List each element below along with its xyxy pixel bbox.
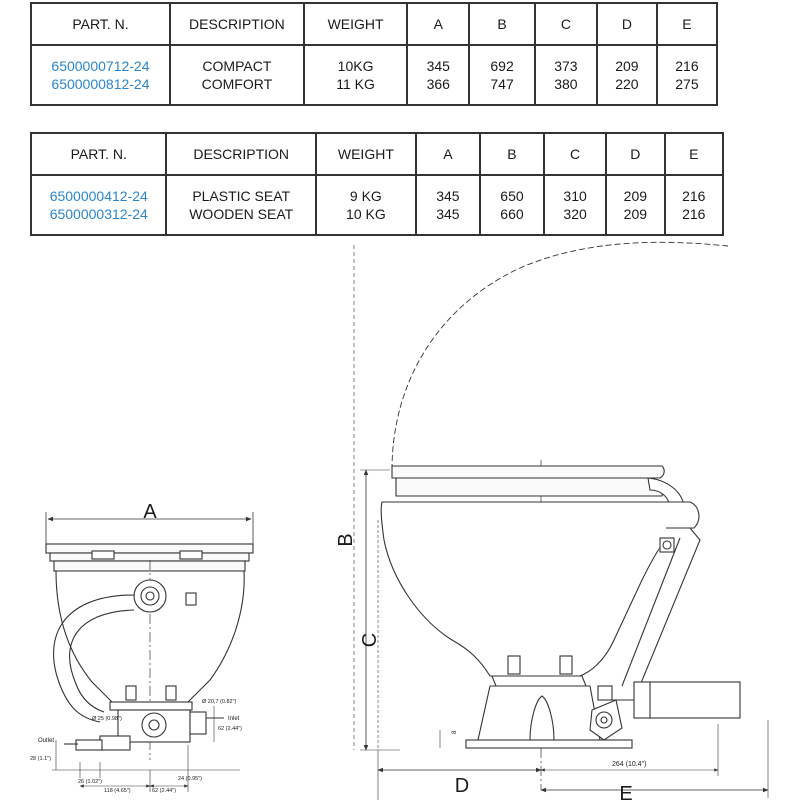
d-value: 209 — [623, 188, 648, 204]
dimension-label-d: D — [455, 775, 469, 797]
side-view-labels: B C D E 264 (10.4") 8 — [335, 533, 646, 800]
c-cell: 373 380 — [533, 44, 598, 106]
d-cell: 209 220 — [595, 44, 658, 106]
weight: 9 KG — [349, 188, 382, 204]
e-cell: 216 275 — [655, 44, 719, 106]
header-weight: WEIGHT — [314, 132, 417, 176]
inlet-height-label: 62 (2.44") — [218, 726, 242, 732]
description: PLASTIC SEAT — [192, 188, 291, 204]
dimension-label-e: E — [619, 783, 632, 800]
header-weight: WEIGHT — [302, 2, 409, 46]
width-118-label: 118 (4.65") — [104, 788, 131, 794]
header-description: DESCRIPTION — [165, 132, 317, 176]
b-value: 747 — [490, 76, 514, 92]
a-value: 345 — [436, 188, 460, 204]
dimension-label-8: 8 — [452, 730, 458, 734]
header-part-number: PART. N. — [30, 2, 171, 46]
inlet-label: Inlet — [228, 716, 240, 722]
dimension-label-c: C — [359, 633, 381, 647]
weight: 11 KG — [336, 76, 375, 92]
dimension-label-b: B — [335, 533, 357, 546]
a-cell: 345 345 — [414, 174, 481, 236]
pump-diameter-label: Ø 20,7 (0.82") — [202, 699, 237, 705]
front-view-labels: A Inlet Outlet Ø 20,7 (0.82") 62 (2.44")… — [30, 501, 242, 794]
b-cell: 692 747 — [468, 44, 536, 106]
part-number-cell: 6500000712-24 6500000812-24 — [30, 44, 171, 106]
dimension-label-a: A — [143, 501, 157, 523]
outlet-label: Outlet — [38, 738, 54, 744]
table-header-row: PART. N. DESCRIPTION WEIGHT A B C D E — [30, 2, 719, 46]
a-value: 366 — [426, 76, 450, 92]
side-view — [353, 241, 769, 800]
header-b: B — [478, 132, 546, 176]
b-value: 650 — [500, 188, 524, 204]
outlet-diameter-label: Ø 25 (0.98") — [92, 716, 122, 722]
header-c: C — [533, 2, 598, 46]
weight: 10 KG — [346, 206, 386, 222]
c-value: 380 — [554, 76, 578, 92]
e-value: 216 — [682, 206, 706, 222]
a-value: 345 — [436, 206, 460, 222]
d-cell: 209 209 — [605, 174, 666, 236]
a-cell: 345 366 — [406, 44, 471, 106]
table-body-row: 6500000712-24 6500000812-24 COMPACT COMF… — [30, 44, 719, 106]
part-number-cell: 6500000412-24 6500000312-24 — [29, 174, 168, 236]
table-body-row: 6500000412-24 6500000312-24 PLASTIC SEAT… — [29, 174, 725, 236]
e-value: 216 — [682, 188, 706, 204]
header-part-number: PART. N. — [29, 132, 168, 176]
e-cell: 216 216 — [663, 174, 725, 236]
weight-cell: 9 KG 10 KG — [314, 174, 417, 236]
e-value: 275 — [675, 76, 699, 92]
header-c: C — [542, 132, 608, 176]
description-cell: COMPACT COMFORT — [168, 44, 305, 106]
b-cell: 650 660 — [478, 174, 546, 236]
a-value: 345 — [426, 58, 450, 74]
header-d: D — [595, 2, 658, 46]
b-value: 660 — [500, 206, 524, 222]
description-cell: PLASTIC SEAT WOODEN SEAT — [165, 174, 317, 236]
spec-table-1: PART. N. DESCRIPTION WEIGHT A B C D E 65… — [30, 2, 719, 106]
outlet-height-label: 28 (1.1") — [30, 756, 51, 762]
width-24-label: 24 (0.95") — [178, 776, 202, 782]
weight: 10KG — [337, 58, 374, 74]
description: WOODEN SEAT — [189, 206, 294, 222]
header-b: B — [468, 2, 536, 46]
part-number: 6500000712-24 — [51, 58, 150, 74]
description: COMPACT — [202, 58, 272, 74]
d-value: 220 — [615, 76, 639, 92]
c-cell: 310 320 — [542, 174, 608, 236]
description: COMFORT — [201, 76, 273, 92]
header-e: E — [655, 2, 719, 46]
table-header-row: PART. N. DESCRIPTION WEIGHT A B C D E — [29, 132, 725, 176]
width-26-label: 26 (1.02") — [78, 779, 102, 785]
header-a: A — [414, 132, 481, 176]
width-62-label: 62 (2.44") — [152, 788, 176, 794]
header-a: A — [406, 2, 471, 46]
e-value: 216 — [675, 58, 699, 74]
header-e: E — [663, 132, 725, 176]
header-d: D — [605, 132, 666, 176]
d-value: 209 — [623, 206, 648, 222]
dimension-label-264: 264 (10.4") — [612, 761, 646, 768]
weight-cell: 10KG 11 KG — [302, 44, 409, 106]
part-number: 6500000312-24 — [49, 206, 148, 222]
c-value: 320 — [563, 206, 587, 222]
part-number: 6500000412-24 — [49, 188, 148, 204]
c-value: 310 — [563, 188, 587, 204]
part-number: 6500000812-24 — [51, 76, 150, 92]
header-description: DESCRIPTION — [168, 2, 305, 46]
front-view — [45, 512, 254, 792]
b-value: 692 — [490, 58, 514, 74]
c-value: 373 — [554, 58, 578, 74]
spec-table-2: PART. N. DESCRIPTION WEIGHT A B C D E 65… — [29, 132, 725, 236]
d-value: 209 — [615, 58, 639, 74]
